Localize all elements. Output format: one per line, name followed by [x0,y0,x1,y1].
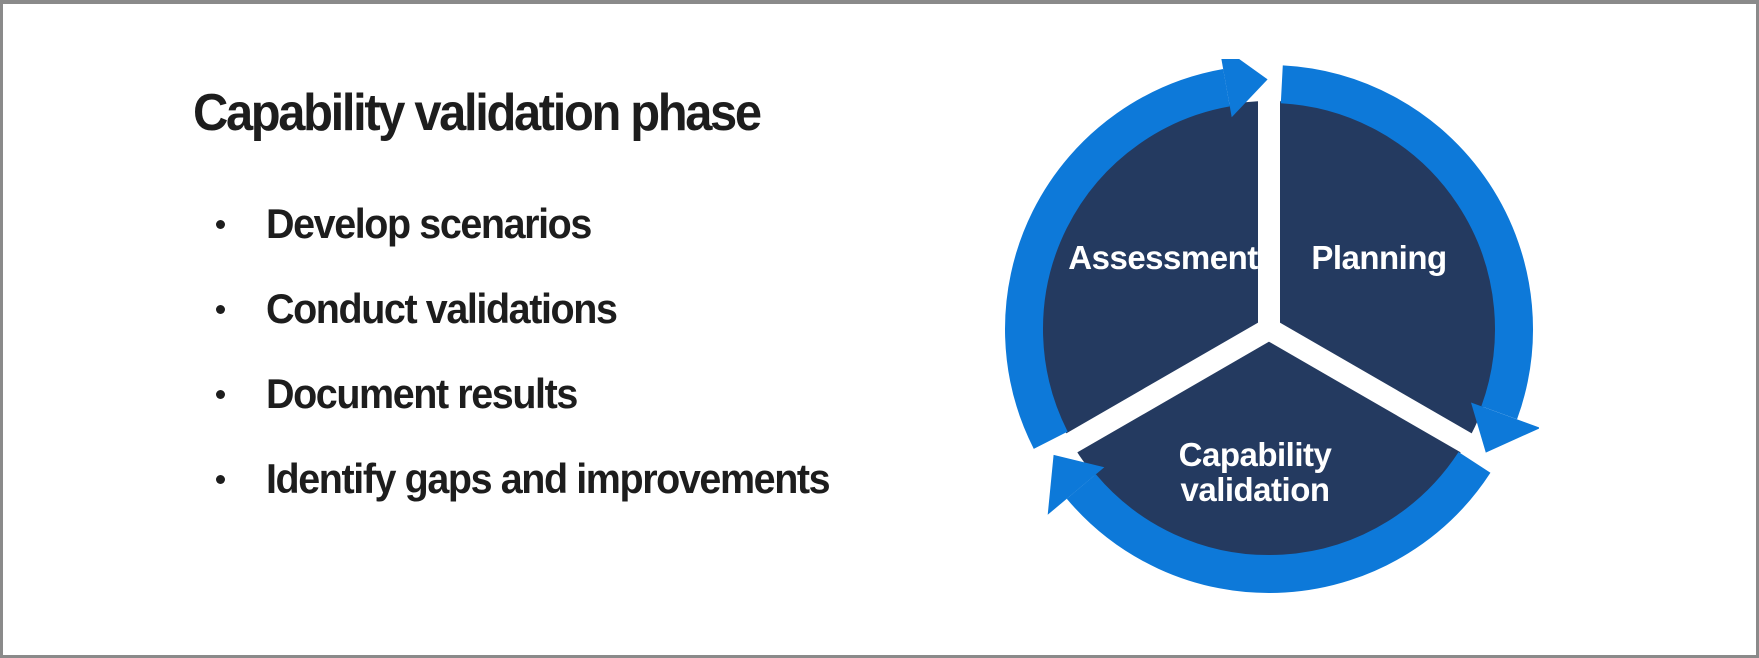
bullet-label: Document results [266,370,578,417]
clockwise-arrowhead-lower-right-icon [1471,402,1539,453]
divider-lower-left [1021,319,1275,479]
list-item: Develop scenarios [216,199,612,249]
ring-arc-assessment [1005,68,1230,449]
clockwise-arrowhead-lower-left-icon [1047,454,1105,515]
divider-lower-right [1263,319,1517,479]
bullet-label: Develop scenarios [266,200,592,247]
cycle-diagram: Assessment Planning Capability validatio… [999,59,1539,599]
phase-label-assessment: Assessment [1068,239,1258,276]
ring-arc-capability-validation [1066,452,1491,594]
bullet-icon [216,219,225,229]
bullet-label: Conduct validations [266,285,618,332]
bullet-label: Identify gaps and improvements [266,455,831,502]
phase-label-capability-validation-line1: Capability [1179,436,1333,473]
bullet-icon [216,474,225,484]
phase-label-capability-validation-line2: validation [1180,471,1329,508]
ring-arc-planning [1280,65,1533,420]
bullet-icon [216,389,225,399]
list-item: Conduct validations [216,284,639,334]
bullet-icon [216,304,225,314]
clockwise-arrowhead-top-icon [1221,59,1268,118]
list-item: Identify gaps and improvements [216,454,865,504]
phase-label-planning: Planning [1311,239,1446,276]
page-title: Capability validation phase [193,84,762,142]
list-item: Document results [216,369,597,419]
